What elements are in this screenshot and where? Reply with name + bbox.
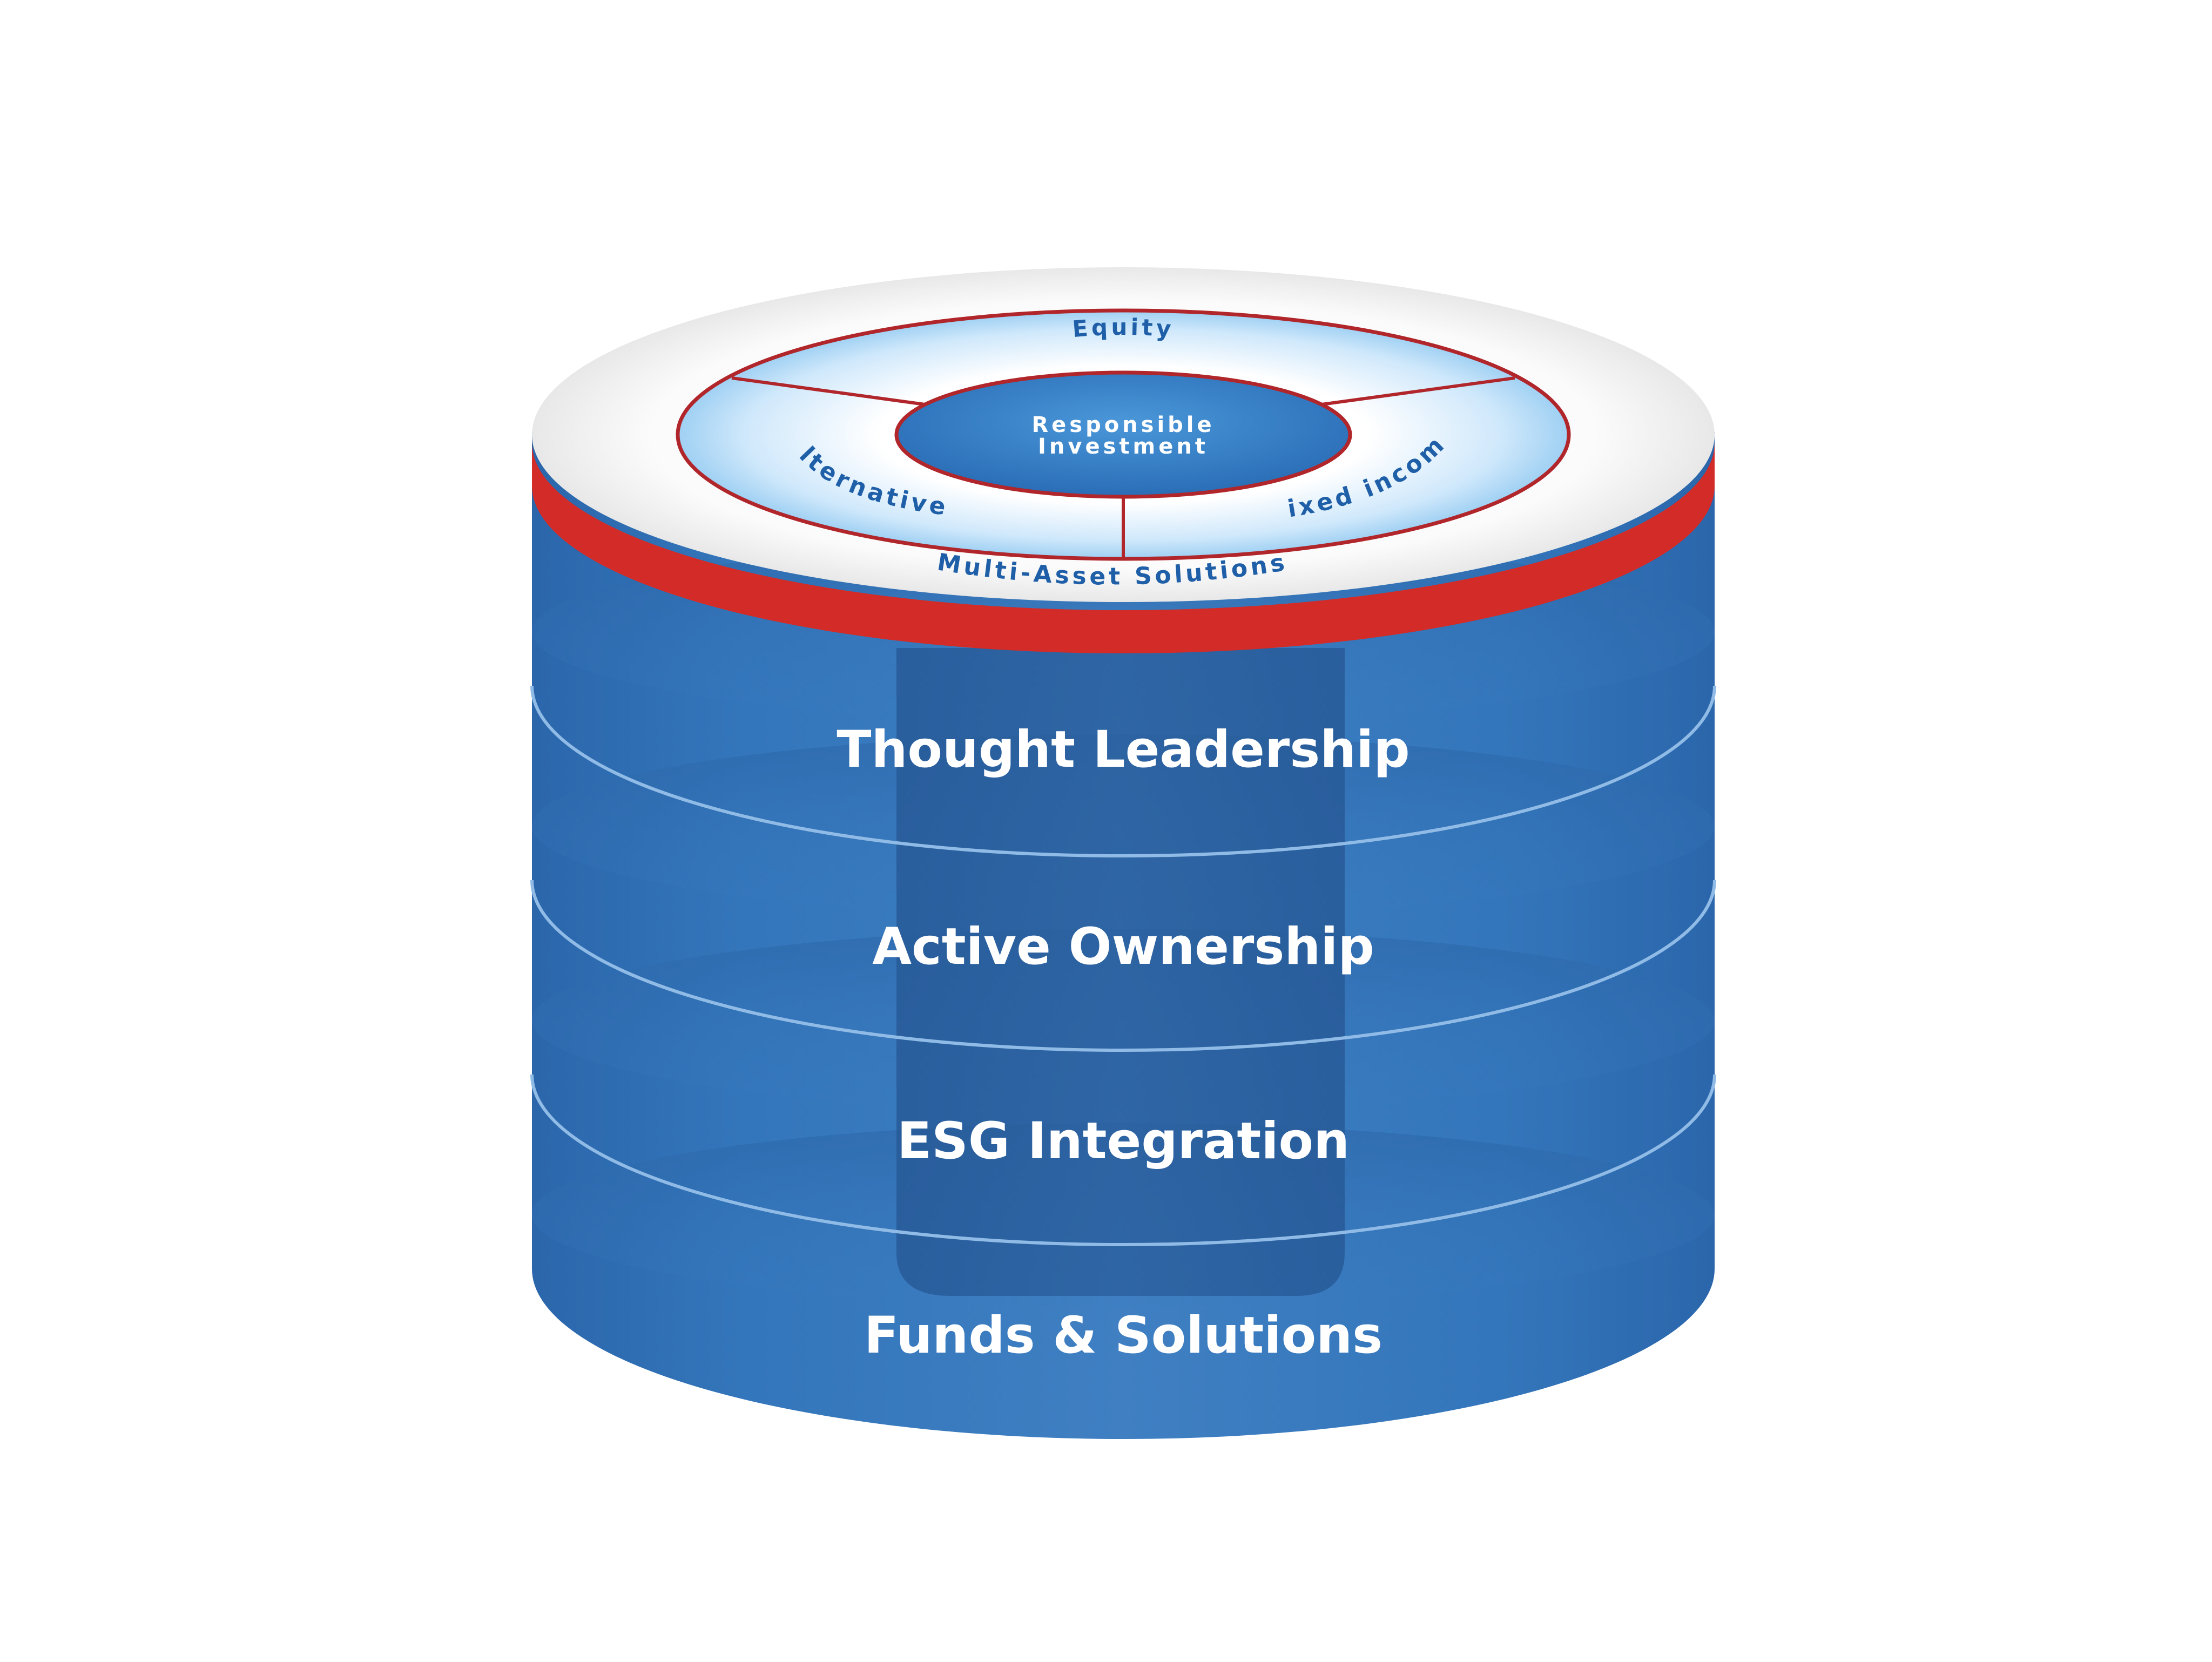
center-label-line1: Responsible	[1031, 413, 1215, 437]
center-circle	[894, 370, 1352, 499]
layer-divider-3	[530, 1074, 1716, 1246]
center-label-line2: Investment	[1038, 434, 1209, 459]
spoke-right	[1317, 376, 1515, 407]
red-band	[532, 443, 1715, 653]
cylinder-body	[530, 432, 1716, 1439]
layer-label-esg-integration: ESG Integration	[897, 1112, 1350, 1171]
segment-ring	[676, 308, 1571, 561]
spoke-left	[731, 376, 929, 407]
segment-label-equity: Equity	[1071, 314, 1175, 342]
layer-label-funds-solutions: Funds & Solutions	[864, 1306, 1382, 1365]
layer-divider-1	[530, 685, 1716, 857]
central-column	[896, 648, 1345, 1296]
layer-divider-2	[530, 880, 1716, 1052]
layer-label-active-ownership: Active Ownership	[872, 917, 1374, 976]
layer-label-thought-leadership: Thought Leadership	[837, 720, 1410, 779]
